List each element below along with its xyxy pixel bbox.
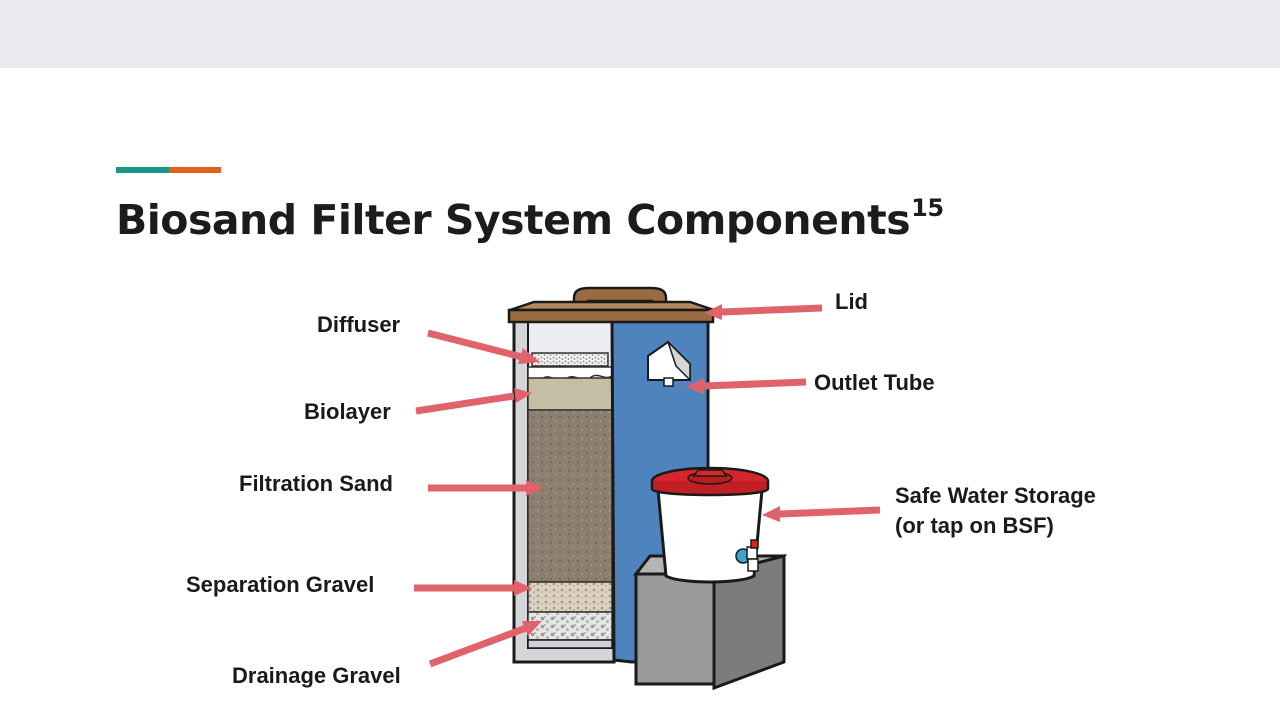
arrow-biolayer [415,392,515,415]
label-safe-water-storage: Safe Water Storage [895,483,1096,508]
safe-water-bucket [650,466,770,584]
label-biolayer: Biolayer [304,399,391,424]
label-diffuser: Diffuser [317,312,401,337]
accent-bar-teal [116,167,169,173]
arrow-safe-water-storage-head [762,506,780,522]
label-drainage-gravel: Drainage Gravel [232,663,401,688]
slide-title-text: Biosand Filter System Components [116,196,911,244]
arrow-separation-gravel-head [514,580,532,596]
arrow-biolayer-head [514,388,532,403]
filter-base [527,639,613,649]
separation-gravel [527,581,613,613]
label-lid: Lid [835,289,868,314]
arrow-diffuser-head [518,348,540,364]
arrow-lid-head [704,304,722,320]
arrow-drainage-gravel [428,624,528,668]
drainage-gravel [527,611,613,641]
label-safe-water-storage-note: (or tap on BSF) [895,513,1054,538]
arrow-outlet-tube-head [686,378,704,394]
filtration-sand [527,409,613,583]
lid-shape [507,286,715,324]
arrow-outlet-tube [703,378,807,390]
storage-stand [632,554,788,691]
arrow-drainage-gravel-head [522,621,542,636]
title-footnote-ref: 15 [911,194,944,222]
slide-title: Biosand Filter System Components15 [116,194,944,244]
arrow-diffuser [427,329,523,361]
label-outlet-tube: Outlet Tube [814,370,935,395]
biolayer [527,377,613,411]
arrow-filtration-sand-head [526,480,544,496]
top-bar [0,0,1280,68]
label-separation-gravel: Separation Gravel [186,572,375,597]
accent-bar-orange [169,167,221,173]
arrow-lid [721,304,823,316]
diffuser-plate [531,352,609,367]
arrow-safe-water-storage [779,506,881,518]
callout-arrows [414,304,881,668]
label-filtration-sand: Filtration Sand [239,471,393,496]
outlet-tube-shape [647,340,691,387]
